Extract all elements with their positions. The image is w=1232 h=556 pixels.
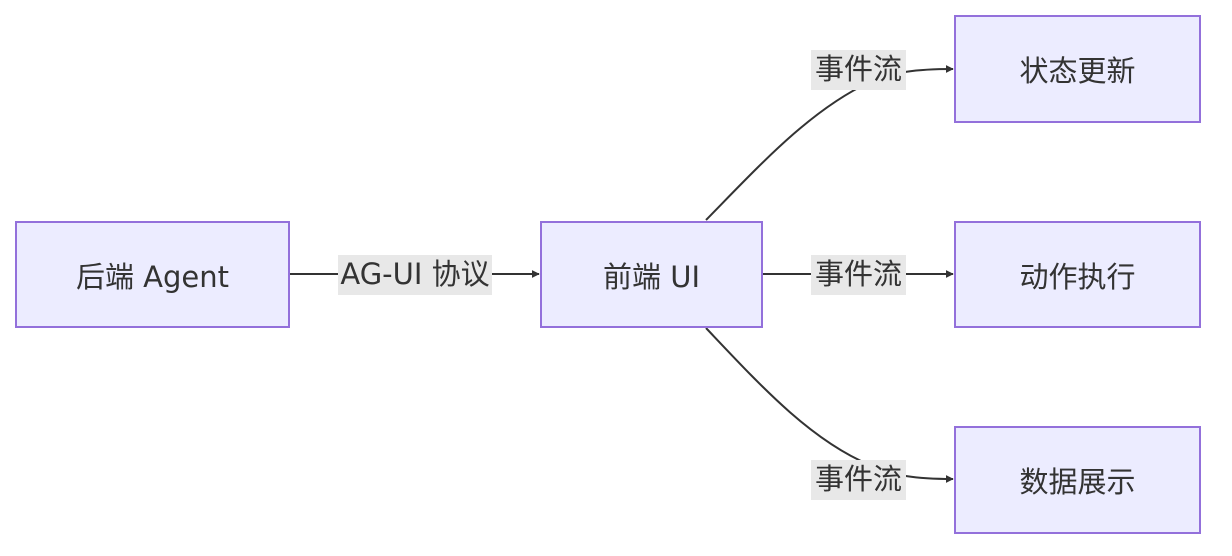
edge-label-event-stream-bottom: 事件流: [811, 460, 906, 500]
node-data-display-label: 数据展示: [1019, 465, 1136, 499]
node-action-exec-label: 动作执行: [1019, 259, 1136, 294]
node-frontend-ui-label: 前端 UI: [603, 259, 700, 294]
node-action-exec: 动作执行: [954, 221, 1201, 328]
node-backend-agent-label: 后端 Agent: [75, 259, 230, 294]
node-state-update-label: 状态更新: [1019, 54, 1136, 88]
edge-label-ag-ui-protocol: AG-UI 协议: [338, 255, 492, 295]
node-state-update: 状态更新: [954, 15, 1201, 123]
edge-label-event-stream-top: 事件流: [811, 50, 906, 90]
node-data-display: 数据展示: [954, 426, 1201, 534]
edge-frontend-to-state-update: [705, 65, 954, 221]
edge-frontend-to-data-display: [705, 327, 954, 483]
node-backend-agent: 后端 Agent: [15, 221, 290, 328]
node-frontend-ui: 前端 UI: [540, 221, 763, 328]
edge-label-event-stream-middle: 事件流: [811, 255, 906, 295]
